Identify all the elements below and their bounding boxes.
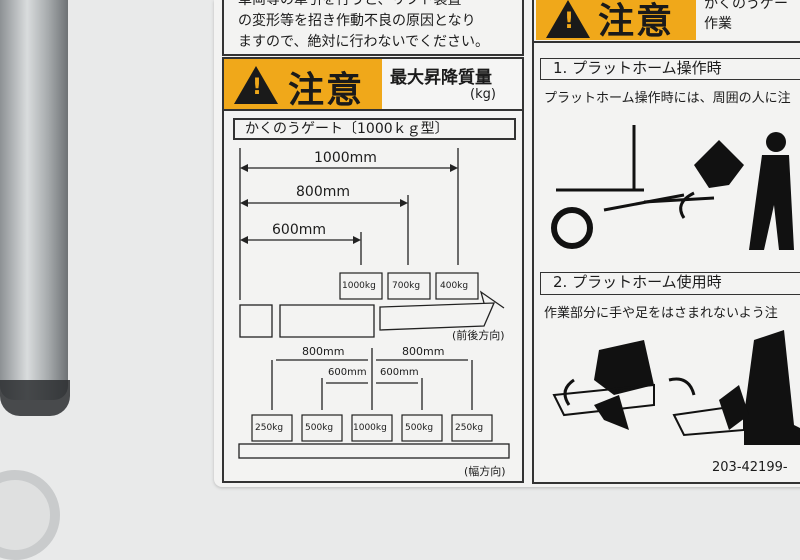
caution-text: 注意 [598, 1, 675, 42]
dim-label: 800mm [302, 345, 345, 358]
caution-badge: ! 注意 [536, 0, 696, 42]
warning-triangle-icon: ! [234, 66, 278, 104]
weight-label: 250kg [255, 423, 284, 433]
dim-label: 800mm [296, 184, 350, 200]
weight-label: 700kg [392, 281, 421, 291]
text-line: ますので、絶対に行わないでください。 [238, 34, 490, 50]
right-panel [532, 0, 800, 484]
caution-text: 注意 [288, 70, 365, 111]
warning-label: 車両等の牽引を行うと、リフト装置 の変形等を招き作動不良の原因となり ますので、… [214, 0, 800, 487]
width-direction: (幅方向) [464, 465, 506, 478]
section1-title: 1. プラットホーム操作時 [540, 58, 800, 80]
platform-operation-illustration [551, 125, 794, 250]
section2-title: 2. プラットホーム使用時 [540, 272, 800, 295]
weight-label: 500kg [305, 423, 334, 433]
pole-shadow [0, 380, 70, 416]
pinch-hazard-illustration [552, 330, 800, 445]
load-diagram [238, 148, 510, 459]
section2-text: 作業部分に手や足をはさまれないよう注 [544, 306, 778, 321]
max-load-unit: (kg) [470, 87, 496, 102]
dim-label: 600mm [328, 367, 367, 378]
weight-label: 1000kg [342, 281, 376, 291]
dim-label: 600mm [272, 222, 326, 238]
warning-triangle-icon: ! [546, 0, 590, 38]
diagram-frame [222, 111, 524, 483]
wheel-edge [0, 470, 60, 560]
metal-pole [0, 0, 68, 400]
divider [534, 41, 800, 43]
text-line: 車両等の牽引を行うと、リフト装置 [238, 0, 462, 8]
caution-badge: ! 注意 [224, 59, 382, 111]
text-line: 作業 [704, 16, 732, 32]
right-caution-text: かくのうゲー 作業 [704, 0, 788, 34]
caution-row: ! 注意 最大昇降質量 (kg) [222, 57, 524, 111]
max-load-title: 最大昇降質量 [390, 68, 492, 88]
top-text-box: 車両等の牽引を行うと、リフト装置 の変形等を招き作動不良の原因となり ますので、… [222, 0, 524, 56]
dim-label: 1000mm [314, 150, 377, 166]
weight-label: 500kg [405, 423, 434, 433]
gate-title: かくのうゲート〔1000ｋｇ型〕 [233, 118, 516, 140]
fore-aft-direction: (前後方向) [452, 329, 505, 342]
part-number: 203-42199- [712, 460, 788, 475]
weight-label: 250kg [455, 423, 484, 433]
text-line: の変形等を招き作動不良の原因となり [238, 13, 476, 29]
weight-label: 400kg [440, 281, 469, 291]
top-warning-text: 車両等の牽引を行うと、リフト装置 の変形等を招き作動不良の原因となり ますので、… [238, 0, 489, 53]
section1-text: プラットホーム操作時には、周囲の人に注 [544, 91, 791, 106]
text-line: かくのうゲー [704, 0, 788, 12]
dim-label: 600mm [380, 367, 419, 378]
weight-label: 1000kg [353, 423, 387, 433]
dim-label: 800mm [402, 345, 445, 358]
